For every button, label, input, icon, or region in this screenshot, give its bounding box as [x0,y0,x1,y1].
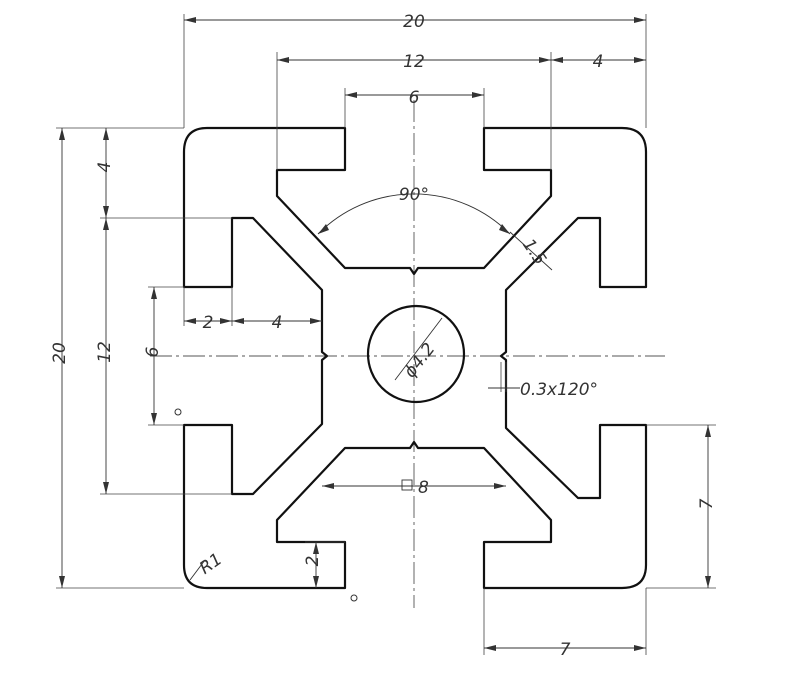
dim-hole: ϕ4.2 [400,339,439,381]
dim-slot-outer: 12 [403,52,425,72]
square-symbol-icon [401,479,413,491]
arrow [634,57,646,63]
arrow [705,576,711,588]
center-hole [366,304,466,404]
arrow [345,92,357,98]
arrow [634,17,646,23]
arrow [220,318,232,324]
dim-bottom-4: 4 [272,313,283,333]
arrow [184,318,196,324]
arrow [103,206,109,218]
arrow [59,576,65,588]
dim-groove: 0.3x120° [520,380,598,400]
dim-line-radius [189,559,206,581]
dim-angle: 90° [399,185,429,205]
dim-left-4: 4 [95,162,115,173]
dim-left-12: 12 [95,341,115,363]
arrow [551,57,563,63]
arrow [232,318,244,324]
arrow [634,645,646,651]
arrow [472,92,484,98]
dim-line-wall [509,231,553,271]
profile-outline [182,126,648,590]
arrow [151,287,157,299]
arrow [59,128,65,140]
angle-arc [317,193,511,235]
dim-overall-width: 20 [403,12,425,32]
dim-overall-height: 20 [50,342,70,364]
arrow [277,57,289,63]
dim-bottom-2: 2 [203,313,214,333]
hole-dim-line [394,317,443,381]
arrow [484,645,496,651]
degree-marker-icon [350,594,358,602]
arrow [539,57,551,63]
arrow [103,482,109,494]
arrow [103,218,109,230]
dim-core-square: 8 [418,478,429,498]
arrow [151,413,157,425]
arrow [313,576,319,588]
arrow [318,224,329,234]
arrow [103,128,109,140]
arrow [705,425,711,437]
dim-flange-2: 2 [303,556,323,567]
arrow [184,17,196,23]
arrow [310,318,322,324]
arrow [494,483,506,489]
dim-corner-radius: R1 [196,549,226,578]
dim-right-7: 7 [697,498,717,509]
arrow [499,224,510,234]
dim-slot-opening: 6 [409,88,420,108]
dim-left-6: 6 [143,346,163,357]
arrow [322,483,334,489]
dim-bottom-7: 7 [560,640,571,660]
dim-flange-right: 4 [593,52,604,72]
arrow [313,542,319,554]
degree-marker-icon [174,408,182,416]
